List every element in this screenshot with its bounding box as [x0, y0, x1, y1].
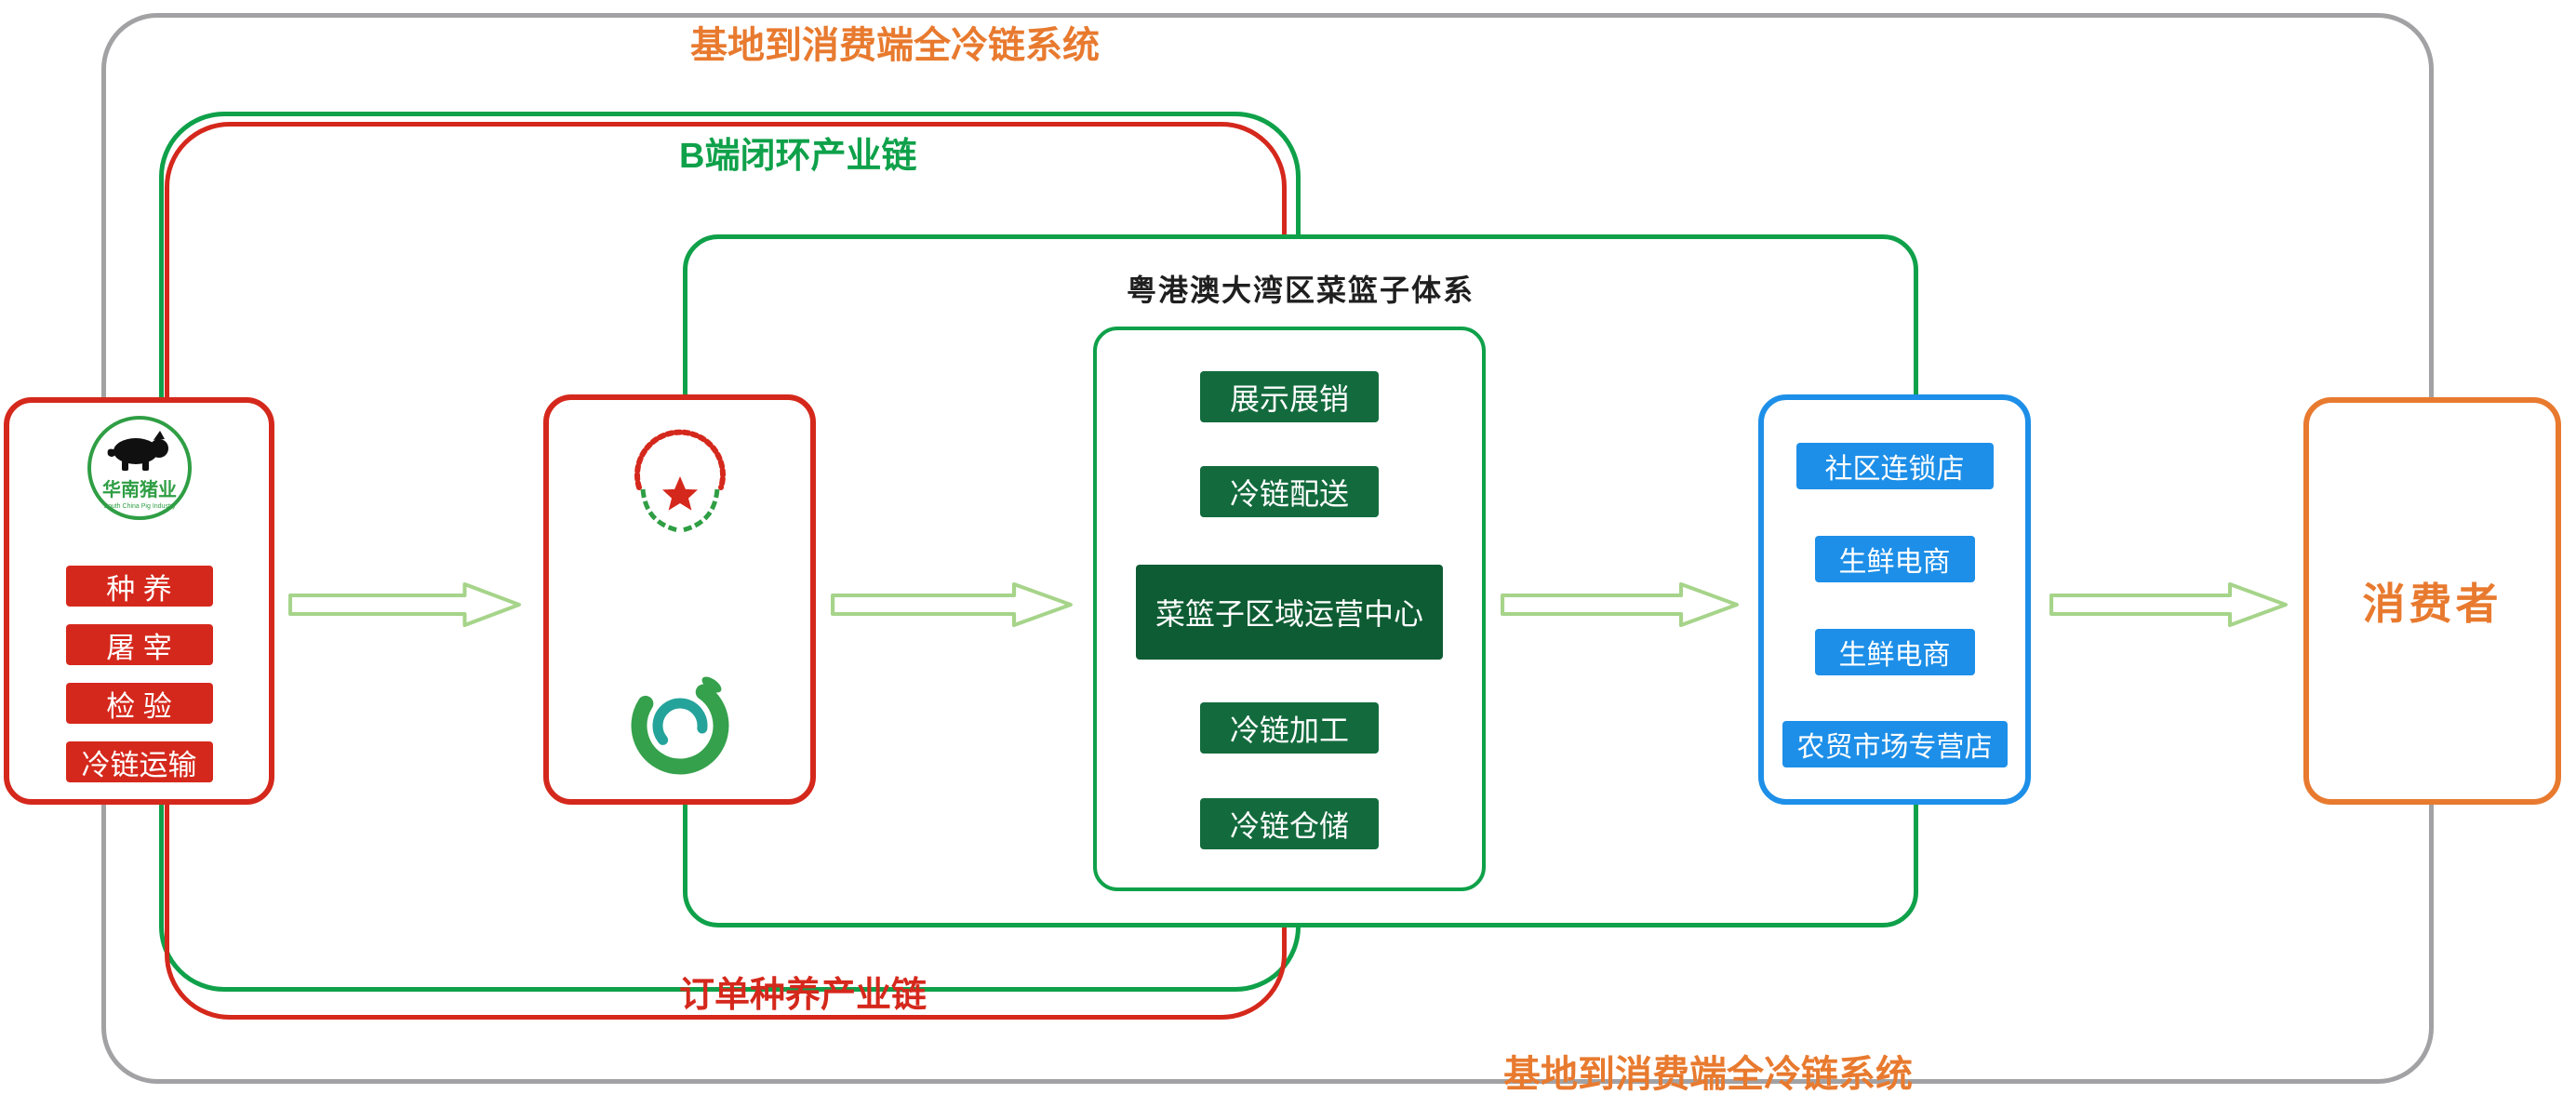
- channel-farmers-market-store: 农贸市场专营店: [1782, 721, 2008, 767]
- ops-node-cold-chain-storage: 冷链仓储: [1200, 798, 1379, 849]
- certification-box: [543, 394, 816, 805]
- order-chain-label: 订单种养产业链: [679, 976, 928, 1015]
- step-slaughter: 屠 宰: [65, 624, 213, 665]
- b2b-chain-label: B端闭环产业链: [679, 137, 917, 176]
- step-inspection: 检 验: [65, 683, 213, 724]
- flow-arrow-certification-to-operations: [831, 582, 1073, 627]
- consumer-box: 消费者: [2303, 397, 2561, 805]
- pig-logo: 华南猪业 South China Pig Industry: [87, 416, 192, 520]
- consumer-label: 消费者: [2362, 580, 2503, 628]
- producer-logo-title: 华南猪业: [102, 478, 177, 500]
- channel-fresh-ecommerce-2: 生鲜电商: [1814, 629, 1975, 675]
- basket-system-title: 粤港澳大湾区菜篮子体系: [1126, 274, 1475, 307]
- step-cold-chain-transport: 冷链运输: [65, 741, 213, 782]
- producer-steps: 种 养 屠 宰 检 验 冷链运输: [9, 566, 269, 782]
- ops-node-cold-chain-delivery: 冷链配送: [1200, 466, 1379, 517]
- producer-box: 华南猪业 South China Pig Industry 种 养 屠 宰 检 …: [4, 397, 274, 805]
- flow-arrow-retail-to-consumer: [2049, 582, 2288, 627]
- ops-node-cold-chain-processing: 冷链加工: [1200, 702, 1379, 754]
- retail-box: 社区连锁店 生鲜电商 生鲜电商 农贸市场专营店: [1758, 394, 2031, 805]
- supply-coop-emblem-logo: [634, 429, 726, 533]
- flow-arrow-producer-to-certification: [288, 582, 521, 627]
- bottom-system-title: 基地到消费端全冷链系统: [1503, 1054, 1913, 1094]
- ops-node-exhibition: 展示展销: [1200, 371, 1379, 422]
- channel-fresh-ecommerce-1: 生鲜电商: [1814, 536, 1975, 582]
- greater-bay-basket-swirl-logo: [631, 676, 728, 775]
- step-breeding: 种 养: [65, 566, 213, 607]
- producer-logo-subtitle: South China Pig Industry: [103, 503, 176, 510]
- operations-box: 展示展销 冷链配送 菜篮子区域运营中心 冷链加工 冷链仓储: [1093, 327, 1486, 891]
- top-system-title: 基地到消费端全冷链系统: [690, 25, 1100, 66]
- channel-community-chain-store: 社区连锁店: [1795, 443, 1994, 489]
- flow-arrow-operations-to-retail: [1501, 582, 1739, 627]
- ops-node-regional-operation-center: 菜篮子区域运营中心: [1136, 565, 1443, 660]
- basket-system-container: 粤港澳大湾区菜篮子体系 展示展销 冷链配送 菜篮子区域运营中心 冷链加工 冷链仓…: [683, 234, 1918, 927]
